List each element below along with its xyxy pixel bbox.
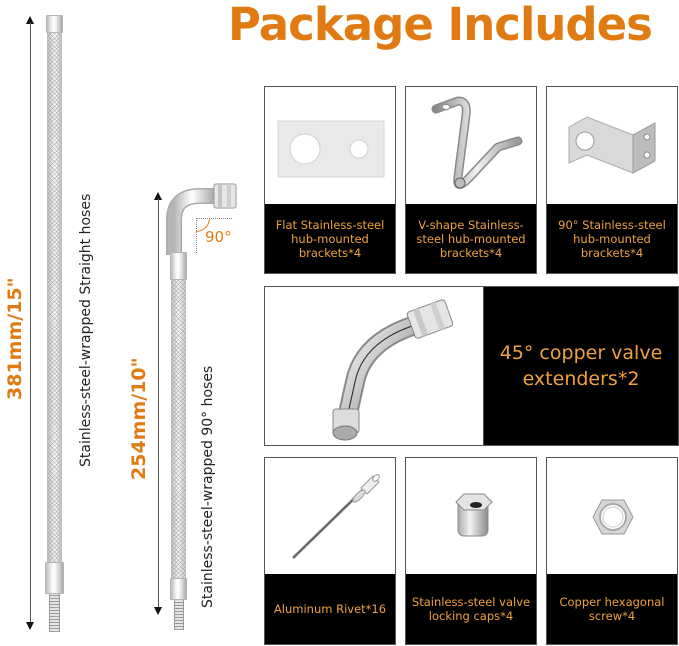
straight-hose-length: 381mm/15" (4, 277, 26, 400)
dimension-line (30, 22, 31, 624)
valve-cap-icon (406, 458, 536, 575)
item-caption: Flat Stainless-steel hub-mounted bracket… (265, 204, 395, 273)
item-card-hex-nut: Copper hexagonal screw*4 (546, 457, 678, 645)
arrow-down-icon (26, 622, 34, 630)
straight-hose-label: Stainless-steel-wrapped Straight hoses (78, 193, 94, 467)
flat-bracket-icon (265, 87, 395, 205)
item-card-flat-bracket: Flat Stainless-steel hub-mounted bracket… (264, 86, 396, 274)
item-card-angle-bracket: 90° Stainless-steel hub-mounted brackets… (546, 86, 678, 274)
item-card-v-bracket: V-shape Stainless-steel hub-mounted brac… (405, 86, 537, 274)
dimension-line (158, 198, 159, 610)
item-caption: Aluminum Rivet*16 (265, 574, 395, 644)
valve-extender-icon (265, 287, 484, 445)
item-caption: V-shape Stainless-steel hub-mounted brac… (406, 204, 536, 273)
angle-bracket-icon (547, 87, 677, 205)
item-caption: 90° Stainless-steel hub-mounted brackets… (547, 204, 677, 273)
v-bracket-icon (406, 87, 536, 205)
angled-hose-label: Stainless-steel-wrapped 90° hoses (200, 365, 216, 608)
arrow-down-icon (154, 607, 162, 615)
page-title: Package Includes (228, 0, 653, 51)
item-card-valve-cap: Stainless-steel valve locking caps*4 (405, 457, 537, 645)
rivet-icon (265, 458, 395, 575)
item-card-valve-extender: 45° copper valve extenders*2 (264, 286, 679, 446)
arrow-up-icon (26, 16, 34, 24)
angle-guide (196, 218, 232, 253)
item-caption: Stainless-steel valve locking caps*4 (406, 574, 536, 644)
hex-nut-icon (547, 458, 677, 575)
angle-label: 90° (205, 228, 232, 246)
item-caption: Copper hexagonal screw*4 (547, 574, 677, 644)
item-caption: 45° copper valve extenders*2 (484, 287, 678, 445)
item-card-rivet: Aluminum Rivet*16 (264, 457, 396, 645)
arrow-up-icon (154, 192, 162, 200)
angled-hose-length: 254mm/10" (128, 357, 150, 480)
